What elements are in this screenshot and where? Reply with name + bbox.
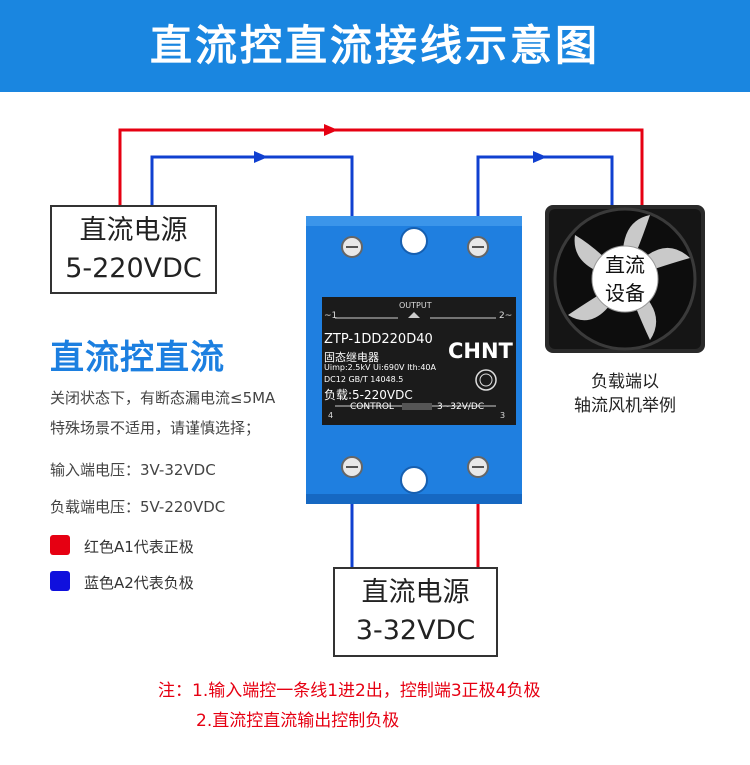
relay-spec2: DC12 GB/T 14048.5 (324, 375, 404, 384)
power-source-top: 直流电源 5-220VDC (50, 205, 217, 294)
power-source-top-voltage: 5-220VDC (65, 252, 202, 284)
relay-brand: CHNT (448, 339, 513, 363)
relay-control-label: CONTROL (350, 402, 394, 412)
fan-caption-line2: 轴流风机举例 (574, 396, 676, 416)
legend-red-swatch (50, 535, 70, 555)
fan-caption-line1: 负载端以 (591, 372, 659, 392)
fan-label: 直流 设备 (595, 251, 655, 307)
terminal-4-screw (341, 456, 363, 478)
relay-name: 固态继电器 (324, 351, 379, 364)
fan-label-line1: 直流 (605, 253, 645, 277)
page-title: 直流控直流接线示意图 (149, 21, 600, 70)
note-line1: 注：1.输入端控一条线1进2出，控制端3正极4负极 (158, 681, 541, 701)
relay-spec1: Uimp:2.5kV Ui:690V Ith:40A (324, 363, 436, 372)
load-voltage: 负载端电压：5V-220VDC (50, 498, 226, 516)
legend-red-label: 红色A1代表正极 (84, 538, 194, 556)
fan-caption: 负载端以 轴流风机举例 (540, 370, 710, 418)
blue-arrow-top-left (254, 151, 268, 163)
note-line2: 2.直流控直流输出控制负极 (196, 711, 400, 731)
blue-wire-top-left (150, 155, 354, 246)
input-voltage: 输入端电压：3V-32VDC (50, 461, 216, 479)
fan-device (545, 205, 705, 353)
relay-term1-label: ~1 (324, 311, 338, 321)
power-source-top-name: 直流电源 (79, 214, 188, 246)
ccc-mark-icon (475, 369, 497, 391)
fan-hub (591, 245, 659, 313)
terminal-3-screw (467, 456, 489, 478)
blue-arrow-top-right (533, 151, 547, 163)
legend-blue-label: 蓝色A2代表负极 (84, 574, 194, 592)
side-title: 直流控直流 (50, 338, 225, 378)
mounting-hole-top (400, 227, 428, 255)
header-banner (0, 0, 750, 92)
relay-control-range: 3~32V/DC (437, 402, 485, 412)
fan-label-line2: 设备 (605, 281, 645, 305)
red-wire-top (118, 128, 644, 205)
relay-term4-label: 4 (328, 411, 334, 420)
relay-term3-label: 3 (500, 411, 506, 420)
leakage-note: 关闭状态下，有断态漏电流≤5MA (50, 389, 276, 407)
terminal-2-screw (467, 236, 489, 258)
relay-model: ZTP-1DD220D40 (324, 332, 433, 347)
red-arrow-top (324, 124, 338, 136)
relay-output-label: OUTPUT (399, 301, 432, 310)
legend-blue-swatch (50, 571, 70, 591)
power-source-bottom: 直流电源 3-32VDC (333, 567, 498, 657)
relay-load: 负载:5-220VDC (324, 388, 413, 402)
caution-note: 特殊场景不适用，请谨慎选择； (50, 419, 261, 437)
mounting-hole-bottom (400, 466, 428, 494)
terminal-1-screw (341, 236, 363, 258)
power-source-bottom-voltage: 3-32VDC (355, 615, 476, 646)
solid-state-relay (306, 216, 522, 504)
relay-term2-label: 2~ (499, 311, 513, 321)
power-source-bottom-name: 直流电源 (361, 577, 470, 608)
